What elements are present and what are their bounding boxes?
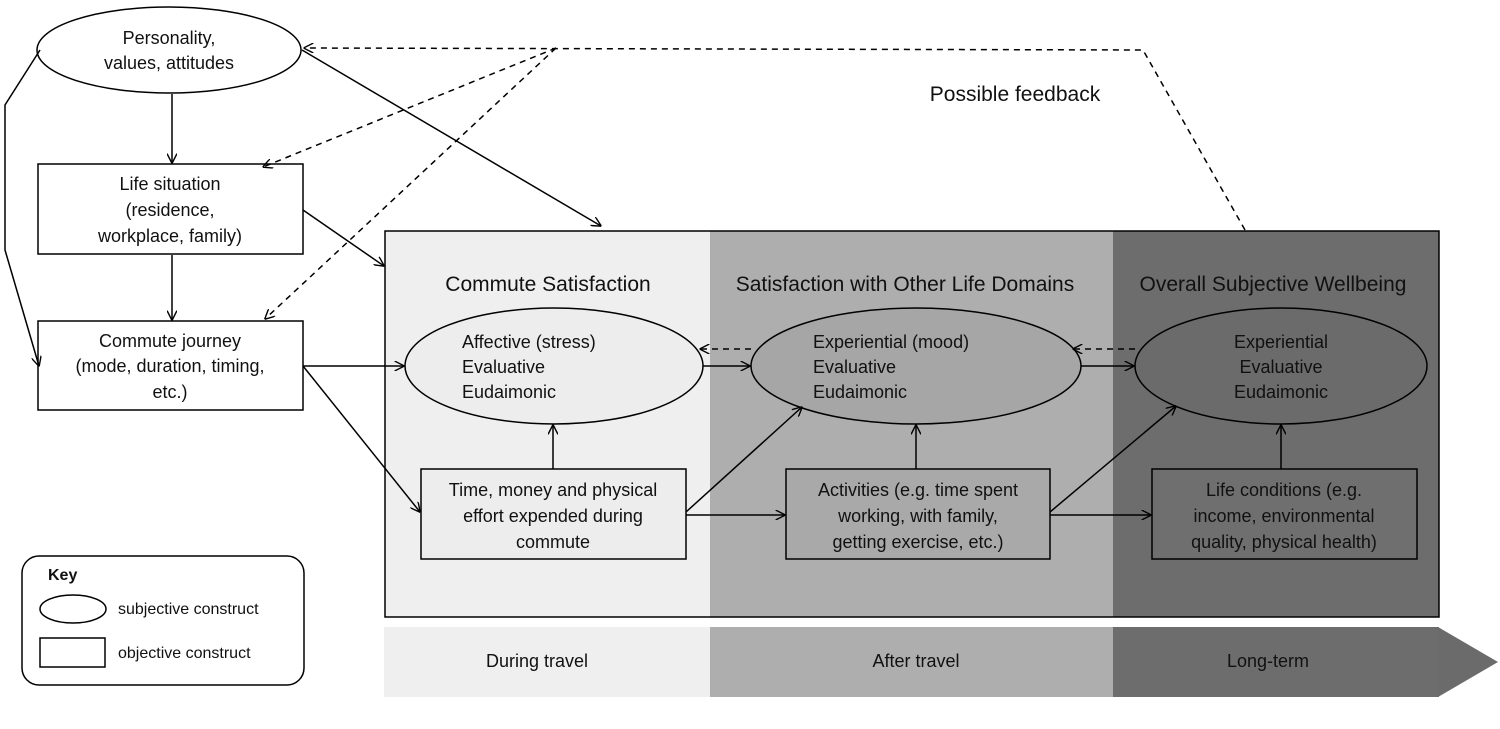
node-personality: Personality, values, attitudes: [36, 6, 302, 94]
node-commute-journey-line-2: (mode, duration, timing,: [75, 356, 264, 376]
timeline-arrow-head: [1438, 627, 1498, 697]
node-domains-subjective: Experiential (mood) Evaluative Eudaimoni…: [750, 307, 1082, 425]
node-personality-line-2: values, attitudes: [104, 53, 234, 73]
arrow-personality-to-main-panel: [301, 49, 601, 226]
node-commute-journey-line-1: Commute journey: [99, 331, 241, 351]
heading-commute-satisfaction: Commute Satisfaction: [445, 273, 650, 296]
timeline-label-during: During travel: [486, 651, 588, 671]
node-commute-objective-line-1: Time, money and physical: [449, 480, 657, 500]
node-commute-subjective-line-3: Eudaimonic: [462, 382, 556, 402]
heading-overall-wellbeing: Overall Subjective Wellbeing: [1140, 273, 1407, 296]
node-wellbeing-objective-line-2: income, environmental: [1193, 506, 1374, 526]
key: Key subjective construct objective const…: [21, 555, 305, 686]
node-commute-subjective-line-2: Evaluative: [462, 357, 545, 377]
arrow-life-situation-to-main-panel: [302, 209, 384, 266]
node-commute-subjective: Affective (stress) Evaluative Eudaimonic: [404, 307, 704, 425]
node-life-situation-shape: [37, 163, 304, 255]
arrows-feedback: [263, 47, 1246, 349]
timeline: During travel After travel Long-term: [384, 627, 1498, 697]
node-life-situation-line-3: workplace, family): [97, 226, 242, 246]
node-commute-objective-line-2: effort expended during: [463, 506, 643, 526]
feedback-to-commute-journey: [265, 47, 557, 319]
node-wellbeing-subjective: Experiential Evaluative Eudaimonic: [1134, 307, 1428, 425]
node-domains-subjective-shape: [750, 307, 1082, 425]
node-domains-objective-line-2: working, with family,: [837, 506, 998, 526]
node-wellbeing-objective-shape: [1151, 468, 1418, 560]
node-commute-subjective-line-1: Affective (stress): [462, 332, 596, 352]
key-objective-symbol: [39, 637, 106, 668]
node-domains-subjective-line-2: Evaluative: [813, 357, 896, 377]
node-domains-objective-line-3: getting exercise, etc.): [832, 532, 1003, 552]
node-commute-objective: Time, money and physical effort expended…: [420, 468, 687, 560]
arrow-journey-to-commute-objective: [302, 365, 420, 512]
timeline-band-long-term: [1113, 627, 1439, 697]
node-life-situation-line-1: Life situation: [119, 174, 220, 194]
node-wellbeing-objective: Life conditions (e.g. income, environmen…: [1151, 468, 1418, 560]
node-wellbeing-objective-line-3: quality, physical health): [1191, 532, 1377, 552]
timeline-band-after: [710, 627, 1113, 697]
node-commute-journey-shape: [37, 320, 304, 411]
node-wellbeing-subjective-line-3: Eudaimonic: [1234, 382, 1328, 402]
node-commute-objective-shape: [420, 468, 687, 560]
node-commute-subjective-shape: [404, 307, 704, 425]
arrows-solid: [4, 49, 1281, 515]
timeline-band-during: [384, 627, 710, 697]
arrow-personality-to-commute-journey: [4, 49, 40, 366]
key-subjective-symbol: [39, 594, 107, 624]
arrow-domains-objective-to-wellbeing-subjective: [1049, 406, 1176, 513]
node-personality-shape: [36, 6, 302, 94]
node-commute-journey: Commute journey (mode, duration, timing,…: [37, 320, 304, 411]
feedback-path-to-personality: [304, 48, 1246, 231]
feedback-label: Possible feedback: [930, 83, 1101, 106]
panel-border: [384, 230, 1440, 618]
node-domains-objective-shape: [785, 468, 1051, 560]
key-subjective-label: subjective construct: [118, 601, 259, 618]
node-domains-subjective-line-3: Eudaimonic: [813, 382, 907, 402]
node-commute-objective-line-3: commute: [516, 532, 590, 552]
node-wellbeing-subjective-shape: [1134, 307, 1428, 425]
node-commute-journey-line-3: etc.): [152, 382, 187, 402]
feedback-to-life-situation: [263, 47, 557, 167]
node-wellbeing-subjective-line-2: Evaluative: [1239, 357, 1322, 377]
node-life-situation-line-2: (residence,: [125, 200, 214, 220]
node-wellbeing-objective-line-1: Life conditions (e.g.: [1206, 480, 1362, 500]
arrow-commute-objective-to-domains-subjective: [685, 407, 802, 513]
node-domains-objective-line-1: Activities (e.g. time spent: [818, 480, 1018, 500]
timeline-label-long-term: Long-term: [1227, 651, 1309, 671]
heading-other-life-domains: Satisfaction with Other Life Domains: [736, 273, 1074, 296]
key-objective-label: objective construct: [118, 645, 251, 662]
key-title: Key: [48, 567, 77, 584]
node-domains-subjective-line-1: Experiential (mood): [813, 332, 969, 352]
node-life-situation: Life situation (residence, workplace, fa…: [37, 163, 304, 255]
node-wellbeing-subjective-line-1: Experiential: [1234, 332, 1328, 352]
node-domains-objective: Activities (e.g. time spent working, wit…: [785, 468, 1051, 560]
timeline-label-after: After travel: [872, 651, 959, 671]
node-personality-line-1: Personality,: [123, 28, 216, 48]
